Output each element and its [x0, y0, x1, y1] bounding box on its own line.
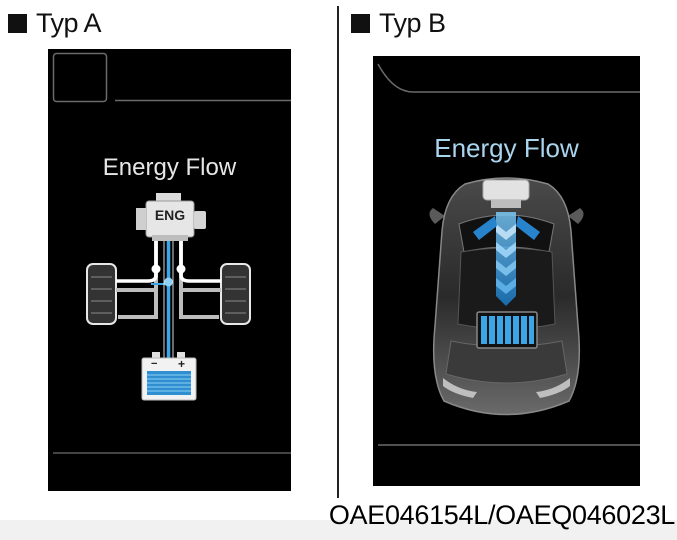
- battery-minus-label: −: [151, 358, 158, 370]
- screen-b-graphics: [377, 63, 640, 446]
- battery-plus-label: +: [178, 357, 186, 371]
- cluster-screen-type-b: Energy Flow: [373, 56, 640, 486]
- square-bullet-icon: [351, 13, 370, 33]
- bottom-strip: [0, 520, 677, 540]
- flow-node: [176, 264, 186, 274]
- top-left-frame: [52, 52, 108, 103]
- top-frame-line: [377, 63, 640, 93]
- left-wheel-icon: [86, 263, 117, 325]
- figure-code-caption: OAE046154L/OAEQ046023L: [328, 500, 675, 530]
- energy-flow-arrows: [473, 212, 540, 306]
- square-bullet-icon: [8, 13, 27, 33]
- engine-to-right-wheel-flow: [179, 239, 221, 283]
- drivetrain-diagram: [86, 239, 251, 359]
- battery-cells: [481, 316, 534, 344]
- energy-flow-title-a: Energy Flow: [102, 154, 237, 181]
- type-a-label-text: Typ A: [36, 7, 102, 38]
- type-b-label-text: Typ B: [379, 7, 446, 38]
- column-divider: [337, 6, 339, 498]
- engine-icon: [136, 193, 206, 241]
- battery-icon: [141, 352, 197, 401]
- battery-flow-node: [164, 277, 173, 287]
- type-a-label: Typ A: [8, 7, 102, 38]
- engine-to-left-wheel-flow: [116, 239, 158, 283]
- energy-flow-title-b: Energy Flow: [434, 133, 579, 163]
- right-wheel-icon: [220, 263, 251, 325]
- screen-a-graphics: [52, 52, 291, 454]
- type-b-label: Typ B: [351, 8, 446, 38]
- flow-node: [151, 264, 161, 274]
- engine-label: ENG: [154, 207, 186, 223]
- cluster-screen-type-a: Energy Flow ENG − +: [48, 49, 291, 491]
